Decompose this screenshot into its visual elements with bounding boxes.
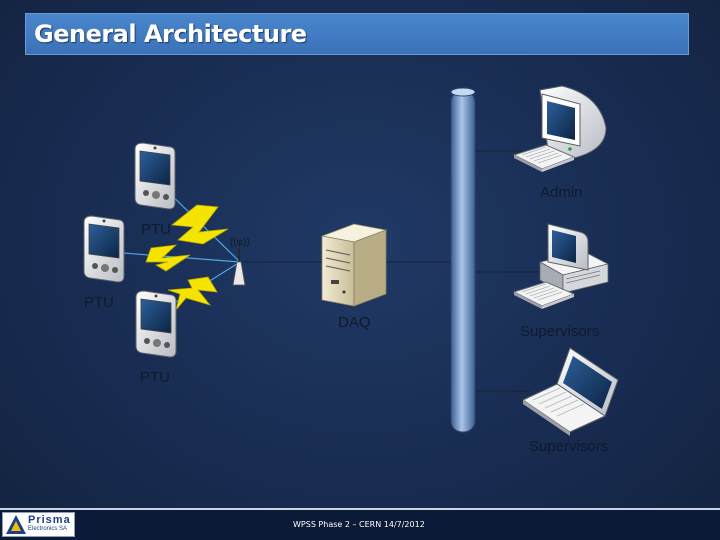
label-ptu: PTU <box>141 221 171 238</box>
logo-name: Prisma <box>28 514 71 526</box>
label-supervisors: Supervisors <box>520 323 599 340</box>
lightning-bolt-icon <box>145 244 191 272</box>
footer-divider <box>0 508 720 510</box>
logo-subtitle: Electronics SA <box>28 526 68 532</box>
footer-text: WPSS Phase 2 – CERN 14/7/2012 <box>293 520 425 529</box>
company-logo: Prisma Electronics SA <box>2 512 75 537</box>
pda-icon <box>134 142 176 210</box>
slide-title: General Architecture <box>34 20 307 48</box>
title-bar: General Architecture <box>25 13 689 55</box>
pda-icon <box>135 290 177 358</box>
label-ptu: PTU <box>140 369 170 386</box>
prisma-logo-icon <box>6 515 26 534</box>
desktop-computer-icon <box>538 223 610 294</box>
laptop-icon <box>521 347 619 436</box>
label-antenna: ((φ)) <box>230 237 250 248</box>
monitor-icon <box>539 85 607 159</box>
server-icon <box>320 223 388 307</box>
antenna-icon <box>232 248 246 286</box>
label-admin: Admin <box>540 184 583 201</box>
network-backbone <box>450 87 476 433</box>
label-supervisors: Supervisors <box>529 438 608 455</box>
network-cables <box>243 150 540 392</box>
label-daq: DAQ <box>338 314 371 331</box>
lightning-bolt-icon <box>170 204 229 245</box>
footer: Prisma Electronics SA WPSS Phase 2 – CER… <box>0 510 720 540</box>
pda-icon <box>83 215 125 283</box>
label-ptu: PTU <box>84 294 114 311</box>
